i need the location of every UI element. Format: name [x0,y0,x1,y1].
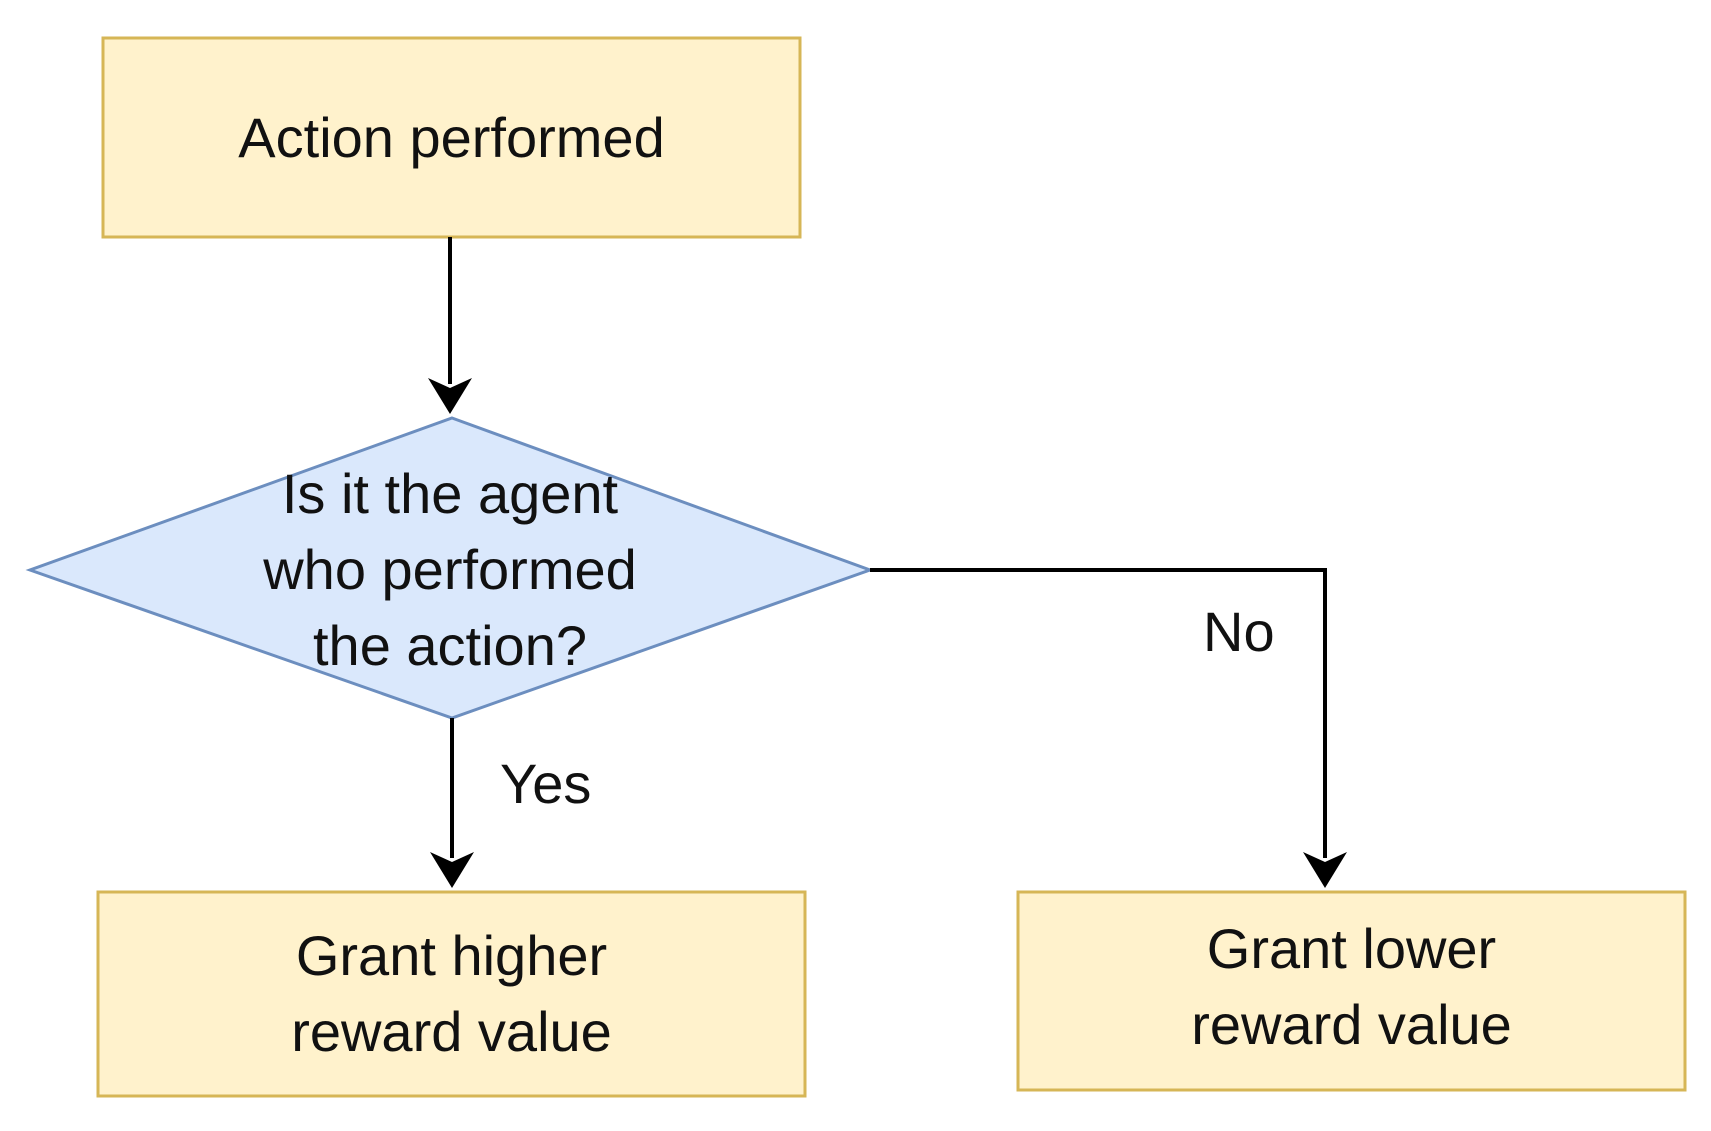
edge-yes-label: Yes [500,752,592,815]
edge-no [870,568,1347,888]
grant-higher-reward-box [96,890,807,1098]
edge-yes [430,718,474,888]
action-performed-box [101,36,802,239]
edge-no-label: No [1203,600,1275,663]
decision-diamond [25,416,875,720]
grant-lower-reward-box [1016,890,1687,1092]
edge-start-to-decision [428,237,472,414]
